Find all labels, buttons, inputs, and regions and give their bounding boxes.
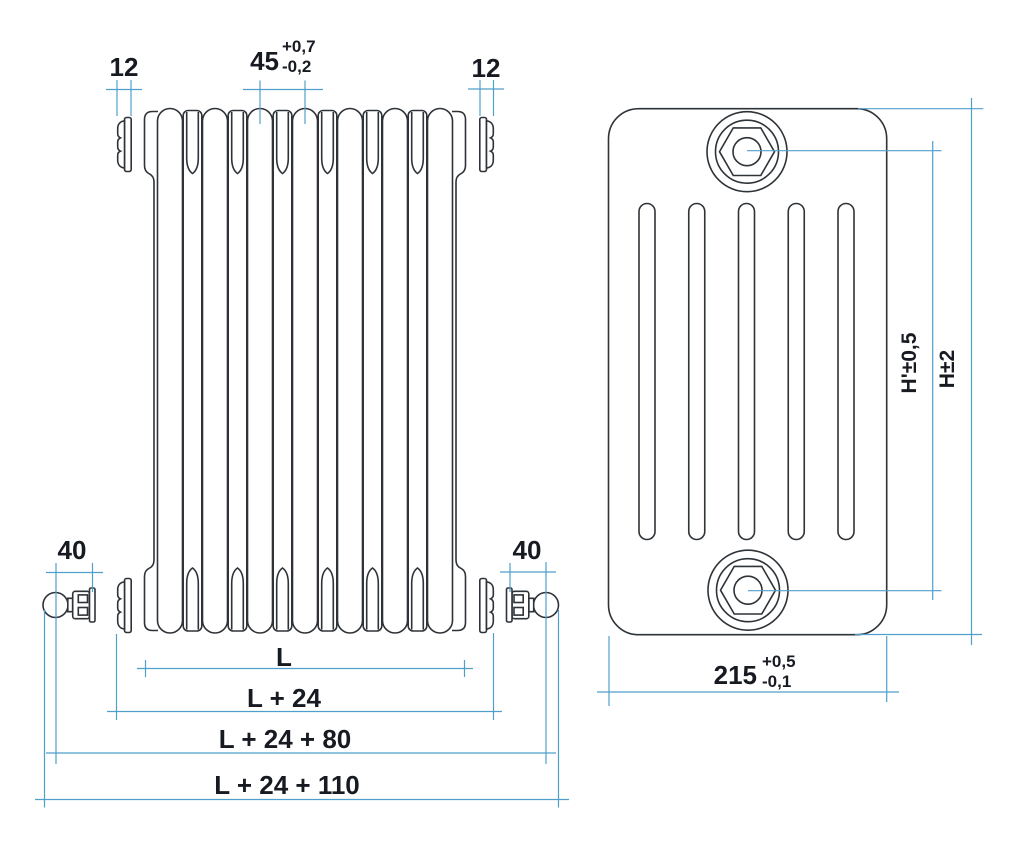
dim-label-pitch-tol-minus: -0,2: [282, 57, 311, 76]
side-body: [607, 107, 888, 636]
dim-label-height-overall: H±2: [936, 350, 959, 388]
dim-label-length-valve: L + 24 + 80: [219, 724, 352, 754]
hex-plug-top: [706, 110, 788, 193]
header-end-left: [143, 110, 158, 632]
dim-flange-offset-left: 12: [106, 52, 142, 116]
dim-length-L2480: L + 24 + 80: [46, 724, 556, 754]
dim-label-valve-right: 40: [513, 535, 542, 565]
front-columns: [156, 107, 454, 634]
flange-bottom-left: [116, 577, 133, 634]
dim-valve-right: 40: [500, 535, 556, 764]
dim-section-pitch: 45 +0,7 -0,2: [243, 37, 323, 124]
flange-bottom-right: [478, 577, 495, 634]
dim-label-flange-left: 12: [110, 52, 139, 82]
section-seams: [185, 112, 425, 630]
dim-valve-left: 40: [46, 535, 103, 764]
dim-label-valve-left: 40: [58, 535, 87, 565]
dim-length-L24: L + 24: [107, 633, 502, 720]
dim-label-pitch-tol-plus: +0,7: [282, 37, 316, 56]
dim-flange-offset-right: 12: [468, 53, 504, 116]
dim-height-overall: H±2: [855, 98, 984, 645]
side-view: [607, 107, 888, 636]
dim-label-length-flange: L + 24: [247, 683, 322, 713]
dim-length-L: L: [137, 642, 473, 677]
valve-bottom-left: [42, 587, 96, 623]
dim-length-L24110: L + 24 + 110: [35, 610, 569, 808]
dim-depth-215: 215 +0,5 -0,1: [597, 636, 899, 706]
dim-label-pitch: 45: [250, 46, 279, 76]
valve-bottom-right: [505, 587, 560, 623]
side-slots: [638, 202, 855, 541]
dim-label-flange-right: 12: [472, 53, 501, 83]
dim-label-length: L: [276, 642, 292, 672]
front-view: [42, 107, 560, 634]
flange-top-left: [116, 116, 133, 173]
dim-label-height-centers: H'±0,5: [898, 332, 921, 393]
flange-top-right: [478, 116, 495, 173]
dim-label-depth-tol-plus: +0,5: [762, 652, 796, 671]
dim-label-length-total: L + 24 + 110: [214, 770, 360, 800]
dim-label-depth-tol-minus: -0,1: [762, 672, 791, 691]
header-end-right: [452, 110, 467, 632]
dim-label-depth: 215: [714, 660, 757, 690]
dim-height-centers: H'±0,5: [747, 141, 942, 600]
